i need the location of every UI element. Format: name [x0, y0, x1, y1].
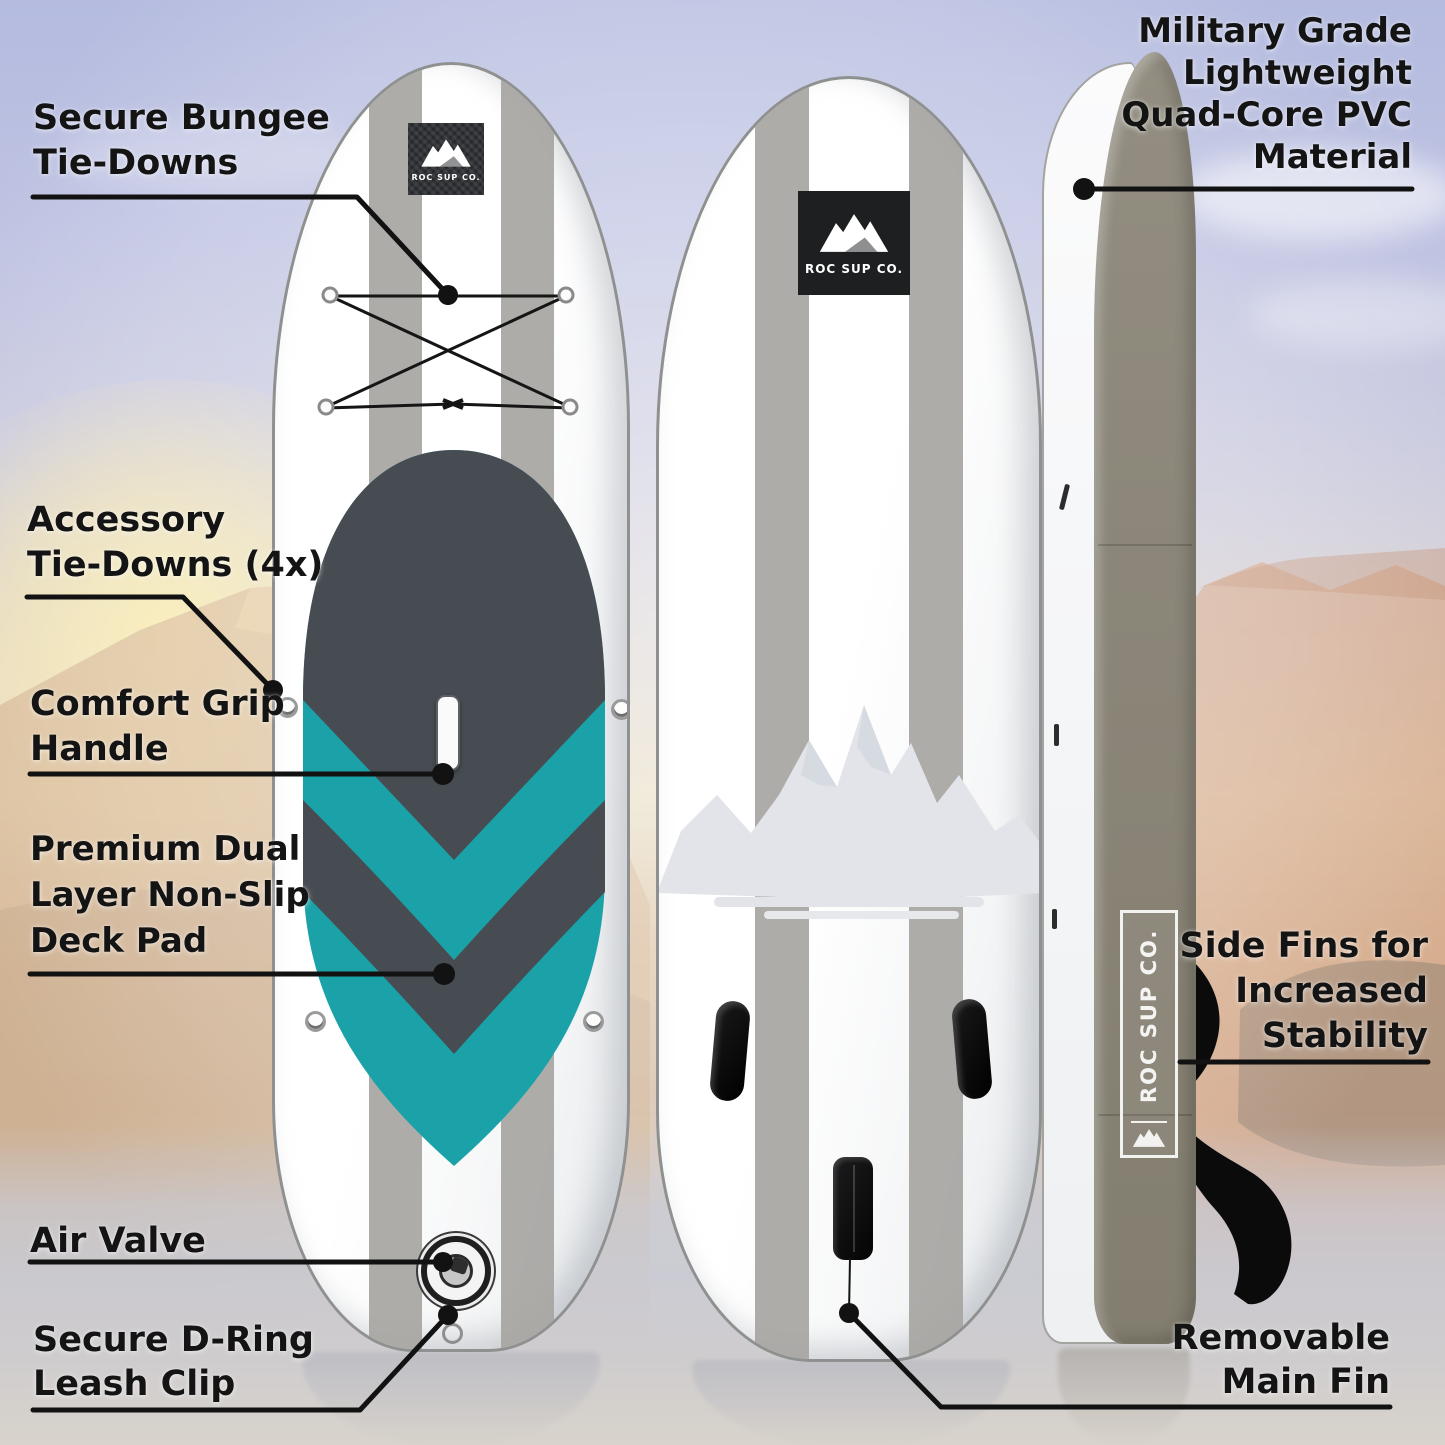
label-line: Tie-Downs	[33, 143, 239, 183]
label-line: Handle	[30, 729, 169, 769]
label-divider	[1130, 1121, 1168, 1123]
edge-d-ring	[1052, 909, 1057, 929]
brand-logo-patch: ROC SUP CO.	[408, 123, 484, 195]
mountain-logo-icon	[1132, 1129, 1166, 1147]
line-accessory	[24, 594, 276, 693]
brand-logo-patch: ROC SUP CO.	[798, 191, 910, 295]
leash-d-ring	[442, 1323, 463, 1344]
label-line: Deck Pad	[30, 921, 208, 961]
front-board: ROC SUP CO.	[272, 62, 630, 1352]
accessory-d-ring	[305, 1011, 326, 1032]
label-line: Air Valve	[30, 1221, 206, 1261]
back-board: ROC SUP CO.	[656, 76, 1042, 1362]
side-board-brand-label: ROC SUP CO.	[1120, 910, 1178, 1158]
side-board-rail	[1094, 52, 1196, 1344]
label-line: Comfort Grip	[30, 684, 285, 724]
label-line: Accessory	[27, 500, 226, 540]
label-air-valve: Air Valve	[30, 1221, 206, 1261]
label-line: Military Grade	[1138, 11, 1412, 51]
side-board-reflection	[1058, 1348, 1190, 1443]
brand-logo-text: ROC SUP CO.	[411, 173, 481, 182]
grip-handle	[436, 695, 460, 771]
label-line: Tie-Downs (4x)	[27, 545, 324, 585]
callout-dots	[263, 178, 1095, 1325]
accessory-d-ring	[277, 697, 298, 718]
label-line: Main Fin	[1221, 1362, 1390, 1402]
accessory-d-ring	[611, 699, 627, 720]
label-line: Premium Dual	[30, 829, 301, 869]
label-d-ring: Secure D-Ring Leash Clip	[33, 1318, 314, 1406]
deck-pad-top	[303, 450, 605, 860]
mountain-logo-icon	[421, 139, 471, 167]
label-secure-bungee: Secure Bungee Tie-Downs	[33, 96, 330, 186]
rail-seam	[1098, 1114, 1192, 1116]
label-line: Lightweight	[1182, 53, 1412, 93]
label-line: Removable	[1171, 1318, 1390, 1358]
line-d-ring	[30, 1312, 451, 1413]
label-line: Secure Bungee	[33, 98, 330, 138]
label-line: Side Fins for	[1179, 926, 1428, 966]
label-line: Layer Non-Slip	[30, 875, 310, 915]
line-main-fin	[846, 1310, 1393, 1410]
cloud	[60, 120, 360, 190]
label-line: Leash Clip	[33, 1364, 236, 1404]
label-line: Stability	[1261, 1016, 1428, 1056]
rail-seam	[1098, 544, 1192, 546]
label-main-fin: Removable Main Fin	[1172, 1316, 1390, 1404]
side-view-main-fin	[1170, 1112, 1292, 1305]
label-military-grade: Military Grade Lightweight Quad-Core PVC…	[1121, 10, 1412, 178]
accessory-d-ring	[583, 1011, 604, 1032]
air-valve	[421, 1236, 491, 1306]
label-comfort-grip: Comfort Grip Handle	[30, 682, 285, 772]
mountain-watermark	[659, 705, 1039, 919]
bungee-d-rings	[317, 286, 579, 416]
label-accessory-tie-downs: Accessory Tie-Downs (4x)	[27, 498, 323, 588]
cloud	[1180, 150, 1445, 240]
bungee-knot	[442, 398, 464, 410]
label-premium-deck-pad: Premium Dual Layer Non-Slip Deck Pad	[30, 826, 310, 964]
label-line: Quad-Core PVC	[1121, 95, 1412, 135]
deck-pad	[303, 450, 605, 1166]
label-line: Secure D-Ring	[33, 1320, 314, 1360]
main-fin-box	[833, 1157, 873, 1260]
deck-pad-chevron	[303, 800, 605, 1054]
bungee-cords	[317, 286, 579, 416]
edge-d-ring	[1054, 724, 1059, 746]
bottom-stripe	[909, 79, 963, 1359]
line-secure-bungee	[30, 194, 451, 298]
mountain-logo-icon	[819, 214, 889, 252]
label-side-fins: Side Fins for Increased Stability	[1179, 924, 1428, 1059]
label-line: Material	[1252, 137, 1412, 177]
brand-logo-text: ROC SUP CO.	[804, 262, 904, 276]
right-cliff-ridge	[1148, 548, 1445, 620]
cloud	[1250, 280, 1445, 350]
label-line: Increased	[1235, 971, 1428, 1011]
